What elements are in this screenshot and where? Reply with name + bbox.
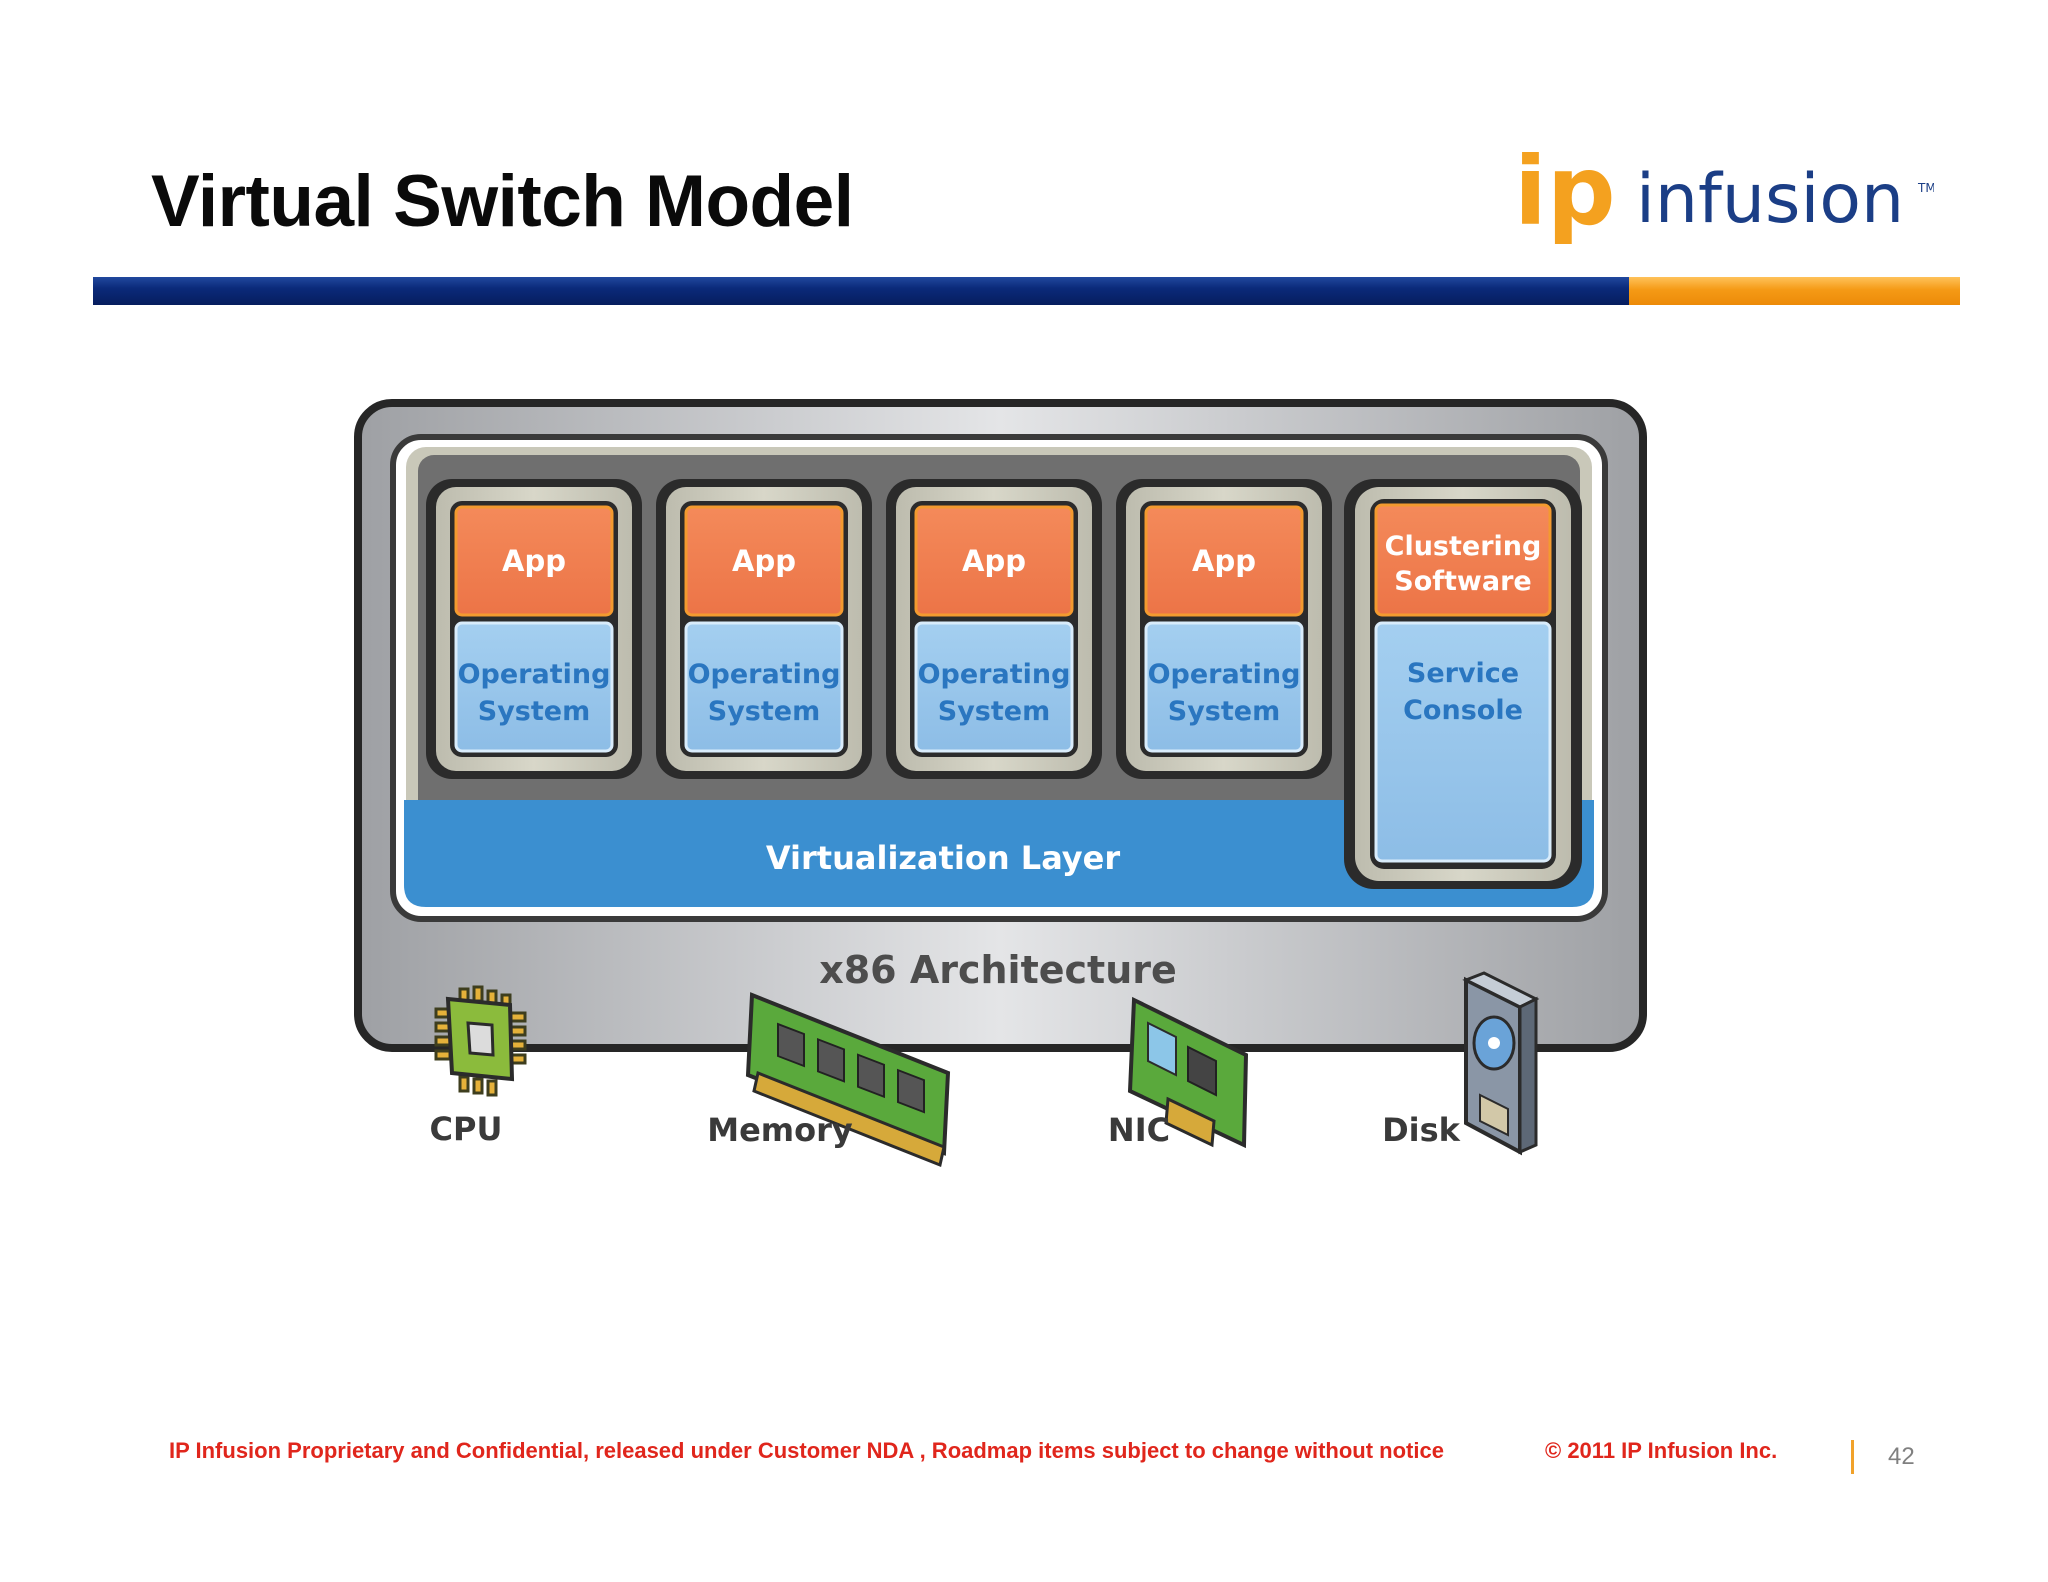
app-box (684, 505, 844, 617)
clustering-label-line2: Software (1394, 566, 1531, 597)
hard-disk-icon (1462, 971, 1540, 1156)
slide-title: Virtual Switch Model (151, 161, 854, 242)
app-box (454, 505, 614, 617)
app-label: App (502, 544, 566, 578)
vm-1: App Operating System (426, 479, 642, 779)
svg-text:infusion: infusion (1636, 160, 1904, 239)
os-label-line1: Operating (688, 659, 841, 690)
clustering-label-line1: Clustering (1385, 531, 1542, 562)
os-label-line1: Operating (1148, 659, 1301, 690)
os-box (914, 621, 1074, 753)
os-box (1144, 621, 1304, 753)
service-console-label-line1: Service (1407, 658, 1519, 689)
app-box (1144, 505, 1304, 617)
app-label: App (732, 544, 796, 578)
page-number: 42 (1888, 1443, 1915, 1470)
os-label-line2: System (708, 696, 820, 727)
os-label-line2: System (478, 696, 590, 727)
vm-3: App Operating System (886, 479, 1102, 779)
footer-confidential-note: IP Infusion Proprietary and Confidential… (169, 1438, 1444, 1463)
app-box (914, 505, 1074, 617)
virtualization-layer-label: Virtualization Layer (766, 839, 1121, 877)
os-label-line2: System (938, 696, 1050, 727)
network-card-icon (1127, 996, 1249, 1149)
os-label-line2: System (1168, 696, 1280, 727)
virtualization-layer-band (404, 800, 1594, 907)
ip-infusion-logo: ip infusion TM (1514, 152, 1934, 247)
vm-4: App Operating System (1116, 479, 1332, 779)
header-bar-blue (93, 277, 1629, 305)
os-label-line1: Operating (918, 659, 1071, 690)
os-label-line1: Operating (458, 659, 611, 690)
app-label: App (1192, 544, 1256, 578)
x86-architecture-label: x86 Architecture (819, 948, 1177, 992)
service-console-label-line2: Console (1403, 695, 1523, 726)
os-box (454, 621, 614, 753)
service-console-box (1374, 621, 1552, 863)
app-label: App (962, 544, 1026, 578)
vm-2: App Operating System (656, 479, 872, 779)
svg-text:ip: ip (1514, 152, 1616, 247)
memory-module-icon (745, 992, 951, 1168)
nic-label: NIC (1108, 1111, 1170, 1149)
svg-text:TM: TM (1917, 181, 1934, 195)
os-box (684, 621, 844, 753)
virtualization-diagram: Virtualization Layer App Operating Syste… (354, 399, 1647, 1168)
header-bar-orange (1629, 277, 1960, 305)
clustering-software-box (1374, 503, 1552, 617)
footer-divider (1851, 1440, 1854, 1474)
footer-copyright: © 2011 IP Infusion Inc. (1545, 1438, 1778, 1463)
cpu-chip-icon (434, 985, 527, 1097)
disk-label: Disk (1382, 1111, 1461, 1149)
cpu-label: CPU (430, 1110, 503, 1148)
service-console-vm: Clustering Software Service Console (1344, 479, 1582, 889)
memory-label: Memory (707, 1111, 853, 1149)
